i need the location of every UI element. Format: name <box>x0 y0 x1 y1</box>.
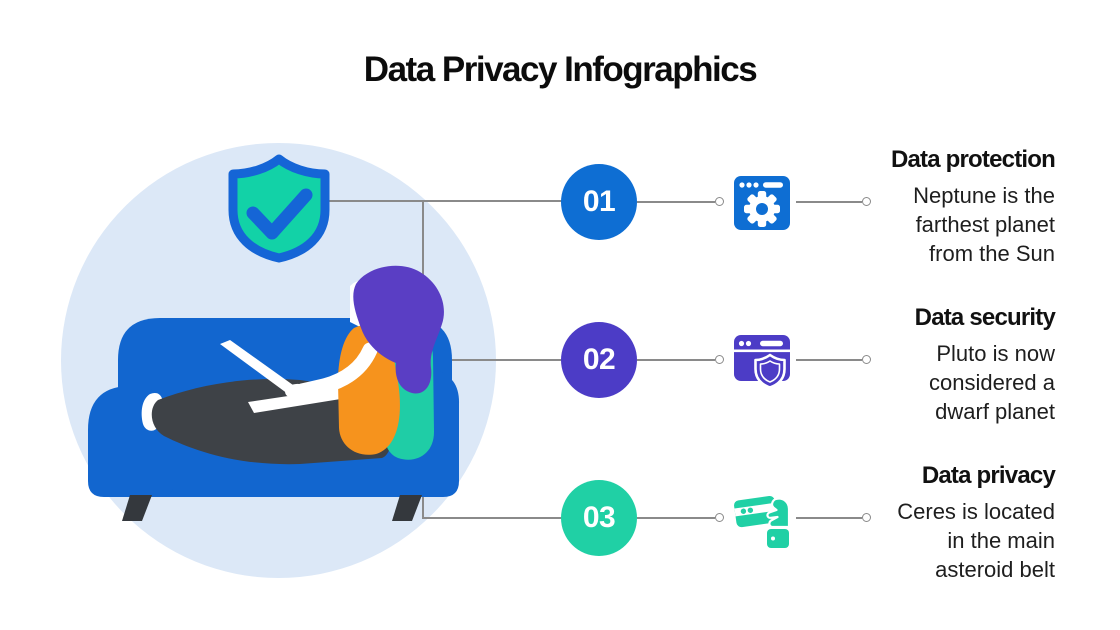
step-number: 03 <box>582 501 616 534</box>
legs <box>151 378 394 465</box>
row1-body-line: Neptune is the <box>913 183 1055 208</box>
row3-line-a <box>637 517 715 519</box>
row1-heading: Data protection <box>890 146 1056 173</box>
connector-middle <box>422 359 562 361</box>
row1-line-b <box>796 201 862 203</box>
row1-body-line: from the Sun <box>929 241 1055 266</box>
row2-line-b <box>796 359 862 361</box>
step-number: 01 <box>582 185 616 218</box>
row1-body-line: farthest planet <box>915 212 1055 237</box>
mobile-payment-icon <box>730 485 794 551</box>
row3-text: Data privacy Ceres is located in the mai… <box>830 462 1056 584</box>
arm <box>294 342 378 399</box>
step-number: 02 <box>582 343 616 376</box>
row2-body-line: Pluto is now <box>936 341 1055 366</box>
row3-dot-a <box>715 513 724 522</box>
couch-leg-left <box>122 495 152 521</box>
row1-dot-b <box>862 197 871 206</box>
row2-line-a <box>637 359 715 361</box>
connector-bottom <box>422 517 562 519</box>
hair <box>353 265 444 394</box>
vest <box>338 324 400 455</box>
row3-body-line: asteroid belt <box>935 557 1055 582</box>
step-badge-3: 03 <box>561 480 637 556</box>
row3-heading: Data privacy <box>921 462 1056 489</box>
illustration <box>88 154 460 521</box>
couch-leg-right <box>392 495 422 521</box>
row1-line-a <box>637 201 715 203</box>
hand <box>285 383 307 399</box>
row2-heading: Data security <box>914 304 1056 331</box>
row3-body-line: Ceres is located <box>897 499 1055 524</box>
shield-check-icon <box>228 154 330 263</box>
row3-line-b <box>796 517 862 519</box>
row2-text: Data security Pluto is now considered a … <box>830 304 1056 426</box>
connector-top <box>300 200 562 202</box>
row1-text: Data protection Neptune is the farthest … <box>830 146 1056 268</box>
step-badge-1: 01 <box>561 164 637 240</box>
row3-dot-b <box>862 513 871 522</box>
page-title: Data Privacy Infographics <box>363 50 758 89</box>
row3-body-line: in the main <box>947 528 1055 553</box>
person-on-couch <box>141 265 444 465</box>
laptop <box>220 340 353 413</box>
row1-dot-a <box>715 197 724 206</box>
step-badge-2: 02 <box>561 322 637 398</box>
row2-body-line: dwarf planet <box>935 399 1055 424</box>
browser-shield-icon <box>730 327 794 393</box>
row2-dot-a <box>715 355 724 364</box>
row2-body-line: considered a <box>929 370 1055 395</box>
browser-gear-icon <box>730 169 794 235</box>
row2-dot-b <box>862 355 871 364</box>
